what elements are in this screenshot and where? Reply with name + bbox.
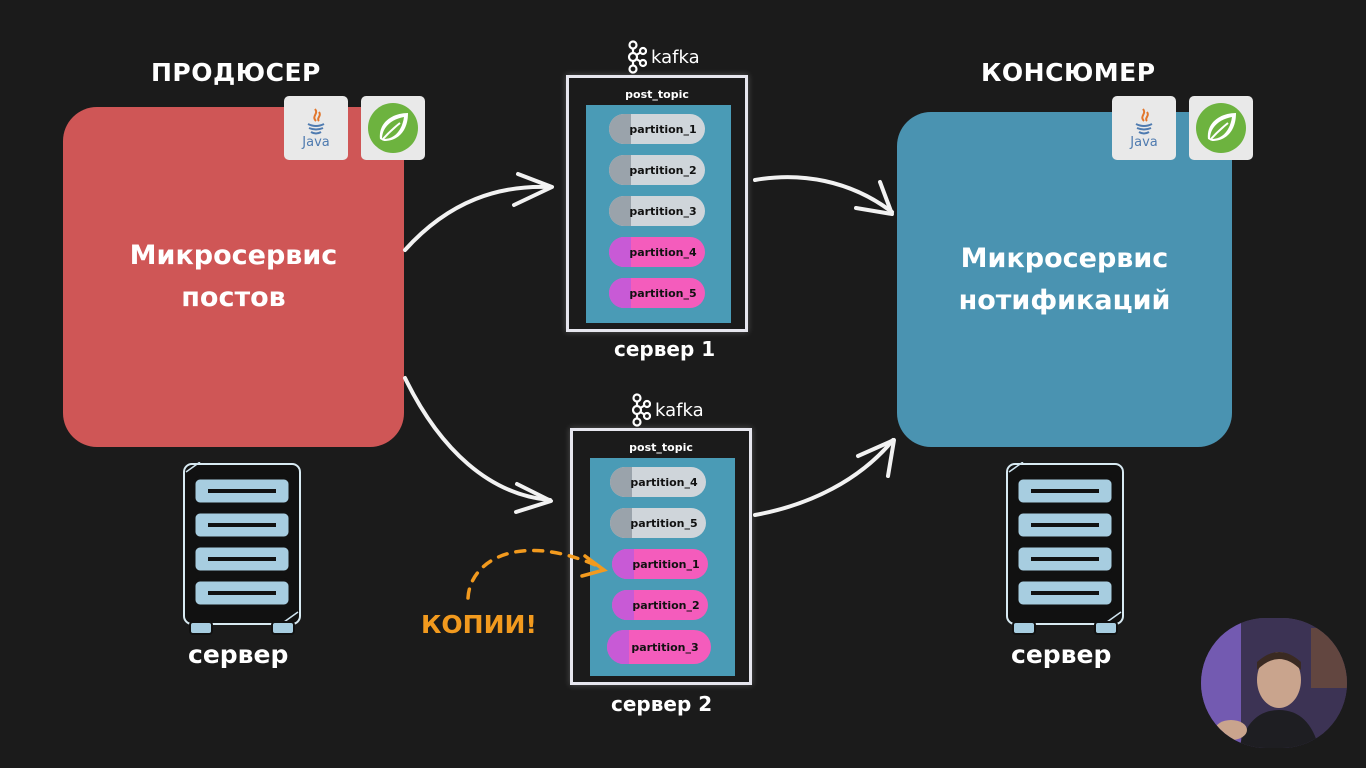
arrow-producer-to-kafka1: [403, 184, 552, 252]
arrow-head: [854, 180, 894, 216]
arrow-kafka2-to-consumer: [753, 438, 895, 517]
copies-label: КОПИИ!: [421, 610, 537, 639]
presenter-webcam-avatar: [1201, 618, 1347, 748]
topic-label: post_topic: [629, 441, 693, 454]
spring-logo-icon: [361, 96, 425, 160]
arrow-kafka1-to-consumer: [753, 175, 894, 214]
producer-server-icon: [180, 461, 304, 640]
java-logo-icon: Java: [1112, 96, 1176, 160]
arrow-head: [512, 172, 554, 207]
partition: partition_1: [609, 114, 705, 144]
kafka-logo: kafka: [629, 393, 704, 427]
kafka-logo: kafka: [625, 40, 700, 74]
arrow-head: [856, 438, 896, 478]
topic-box: partition_4 partition_5 partition_1 part…: [590, 458, 735, 676]
partition: partition_1: [612, 549, 708, 579]
partition: partition_2: [609, 155, 705, 185]
kafka-logo-text: kafka: [655, 399, 704, 421]
arrow-producer-to-kafka2: [403, 376, 552, 502]
consumer-title: КОНСЮМЕР: [981, 58, 1156, 87]
consumer-service-label: Микросервис нотификаций: [958, 242, 1171, 316]
kafka-server-1-caption: сервер 1: [614, 337, 716, 361]
copies-dashed-arrow: [466, 548, 604, 600]
producer-service-box: Микросервис постов: [63, 107, 404, 447]
partition: partition_2: [612, 590, 708, 620]
java-text: Java: [302, 134, 330, 150]
producer-title: ПРОДЮСЕР: [151, 58, 321, 87]
consumer-server-icon: [1003, 461, 1127, 640]
java-logo-icon: Java: [284, 96, 348, 160]
partition: partition_4: [610, 467, 706, 497]
java-text: Java: [1130, 134, 1158, 150]
kafka-server-2-caption: сервер 2: [611, 692, 713, 716]
spring-logo-icon: [1189, 96, 1253, 160]
kafka-logo-text: kafka: [651, 46, 700, 68]
consumer-service-box: Микросервис нотификаций: [897, 112, 1232, 447]
topic-box: partition_1 partition_2 partition_3 part…: [586, 105, 731, 323]
partition: partition_3: [609, 196, 705, 226]
arrow-head: [514, 482, 553, 514]
consumer-server-caption: сервер: [1011, 640, 1112, 669]
producer-service-label: Микросервис постов: [129, 240, 338, 313]
partition: partition_3: [607, 630, 711, 664]
kafka-server-1-frame: post_topic partition_1 partition_2 parti…: [566, 75, 748, 332]
copies-arrow-head: [580, 554, 608, 578]
partition: partition_5: [610, 508, 706, 538]
kafka-icon: [627, 40, 647, 74]
producer-server-caption: сервер: [188, 640, 289, 669]
kafka-icon: [631, 393, 651, 427]
partition: partition_4: [609, 237, 705, 267]
topic-label: post_topic: [625, 88, 689, 101]
partition: partition_5: [609, 278, 705, 308]
kafka-server-2-frame: post_topic partition_4 partition_5 parti…: [570, 428, 752, 685]
